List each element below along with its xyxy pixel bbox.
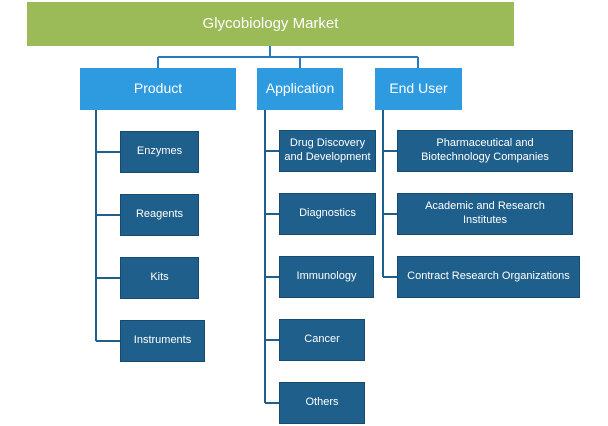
application-connectors <box>264 110 279 404</box>
product-item-label: Enzymes <box>136 145 183 158</box>
application-item-label: Immunology <box>296 270 357 283</box>
product-item-instruments: Instruments <box>120 320 205 362</box>
category-product: Product <box>80 68 236 110</box>
category-application-label: Application <box>265 80 335 97</box>
product-item-label: Kits <box>150 271 169 284</box>
end-user-item-pharma-biotech: Pharmaceutical and Biotechnology Compani… <box>397 130 573 172</box>
root-title: Glycobiology Market <box>202 14 339 32</box>
application-item-immunology: Immunology <box>279 256 374 298</box>
product-item-enzymes: Enzymes <box>120 131 199 173</box>
application-item-diagnostics: Diagnostics <box>279 193 376 235</box>
product-item-reagents: Reagents <box>120 194 199 236</box>
product-item-label: Reagents <box>135 208 184 221</box>
end-user-connectors <box>382 110 397 278</box>
root-connectors <box>157 46 419 68</box>
application-item-label: Drug Discovery and Development <box>284 137 371 163</box>
category-end-user: End User <box>375 68 462 110</box>
application-item-label: Others <box>305 396 339 409</box>
root-title-box: Glycobiology Market <box>27 2 514 46</box>
application-item-drug-discovery: Drug Discovery and Development <box>279 130 376 172</box>
product-item-kits: Kits <box>120 257 199 299</box>
end-user-item-academic-research: Academic and Research Institutes <box>397 193 573 235</box>
category-product-label: Product <box>133 80 183 97</box>
application-item-label: Diagnostics <box>299 207 356 220</box>
application-item-others: Others <box>279 382 365 424</box>
application-item-label: Cancer <box>304 333 340 346</box>
product-item-label: Instruments <box>133 334 192 347</box>
product-connectors <box>95 110 120 342</box>
application-item-cancer: Cancer <box>279 319 365 361</box>
end-user-item-label: Contract Research Organizations <box>407 270 570 283</box>
end-user-item-cro: Contract Research Organizations <box>397 256 580 298</box>
end-user-item-label: Pharmaceutical and Biotechnology Compani… <box>421 137 549 163</box>
category-end-user-label: End User <box>389 80 448 97</box>
category-application: Application <box>257 68 343 110</box>
end-user-item-label: Academic and Research Institutes <box>425 200 545 226</box>
